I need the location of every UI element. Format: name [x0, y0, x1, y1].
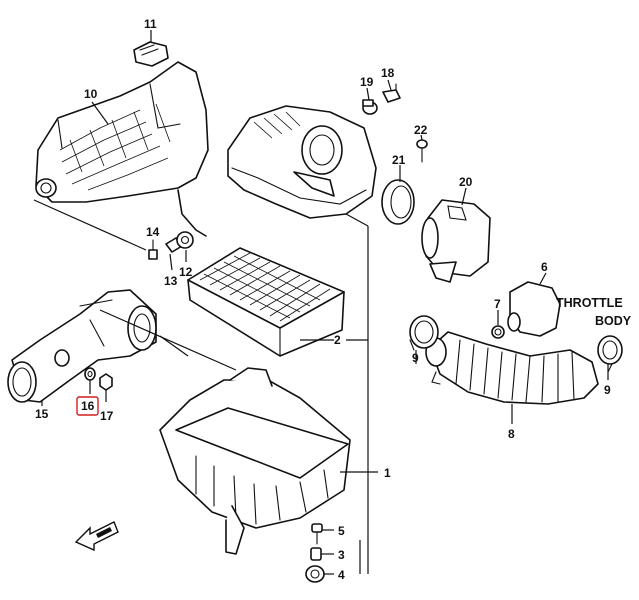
callout-14: 14: [146, 225, 160, 239]
leader-diagonal-lower: [99, 309, 237, 371]
callout-12: 12: [179, 265, 193, 279]
part-16-washer: [84, 367, 96, 381]
front-arrow-icon: [74, 521, 119, 552]
part-6-boot: [507, 281, 561, 337]
callout-1: 1: [384, 466, 391, 480]
callout-13: 13: [164, 274, 178, 288]
part-5-bolt: [311, 523, 323, 545]
part-12-bushing: [176, 231, 194, 249]
callout-2: 2: [334, 333, 341, 347]
callout-8: 8: [508, 427, 515, 441]
callout-20: 20: [459, 175, 473, 189]
part-8-intake-hose: [425, 331, 599, 405]
callout-15: 15: [35, 407, 49, 421]
part-21-ring: [381, 179, 415, 225]
leader-upper-case: [345, 213, 369, 227]
leader-20: [461, 187, 467, 206]
part-10-resonator: [35, 61, 209, 237]
part-7-ring: [491, 325, 505, 339]
leader-13: [169, 253, 173, 271]
part-9-clamp-right: [597, 335, 623, 373]
part-19-sensor: [362, 99, 378, 115]
callout-3: 3: [338, 548, 345, 562]
part-11-clip: [133, 41, 169, 67]
leader-22: [420, 134, 423, 141]
leader-6: [539, 272, 547, 285]
air-cleaner-upper-case: [227, 105, 377, 219]
callout-10: 10: [84, 87, 98, 101]
part-9-clamp-left: [409, 315, 439, 351]
callout-9-right: 9: [604, 383, 611, 397]
part-15-inlet-duct: [7, 289, 157, 403]
highlight-box-16: [76, 396, 99, 416]
leader-15b: [159, 335, 189, 357]
callout-16: 16: [81, 399, 95, 413]
callout-18: 18: [381, 66, 395, 80]
leader-19: [366, 87, 370, 101]
part-2-filter-element: [187, 247, 345, 357]
leader-18: [387, 79, 392, 91]
part-14-bolt: [148, 239, 158, 260]
part-22-screw: [416, 139, 428, 163]
callout-7: 7: [494, 297, 501, 311]
part-20-air-flow-meter: [421, 199, 491, 283]
leader-10: [91, 101, 109, 125]
callout-6: 6: [541, 260, 548, 274]
callout-9-left: 9: [412, 351, 419, 365]
callout-4: 4: [338, 568, 345, 582]
callout-17: 17: [100, 409, 114, 423]
label-throttle: THROTTLE: [556, 296, 623, 310]
callout-5: 5: [338, 524, 345, 538]
part-18-connector: [382, 83, 401, 103]
part-3-collar: [310, 547, 322, 561]
callout-19: 19: [360, 75, 374, 89]
label-body: BODY: [595, 314, 632, 328]
callout-11: 11: [144, 17, 157, 31]
leader-diagonal-upper: [33, 199, 147, 251]
part-17-nut: [99, 373, 113, 391]
part-1-lower-case: [159, 367, 351, 555]
callout-22: 22: [414, 123, 428, 137]
callout-21: 21: [392, 153, 406, 167]
part-4-grommet: [305, 565, 325, 583]
